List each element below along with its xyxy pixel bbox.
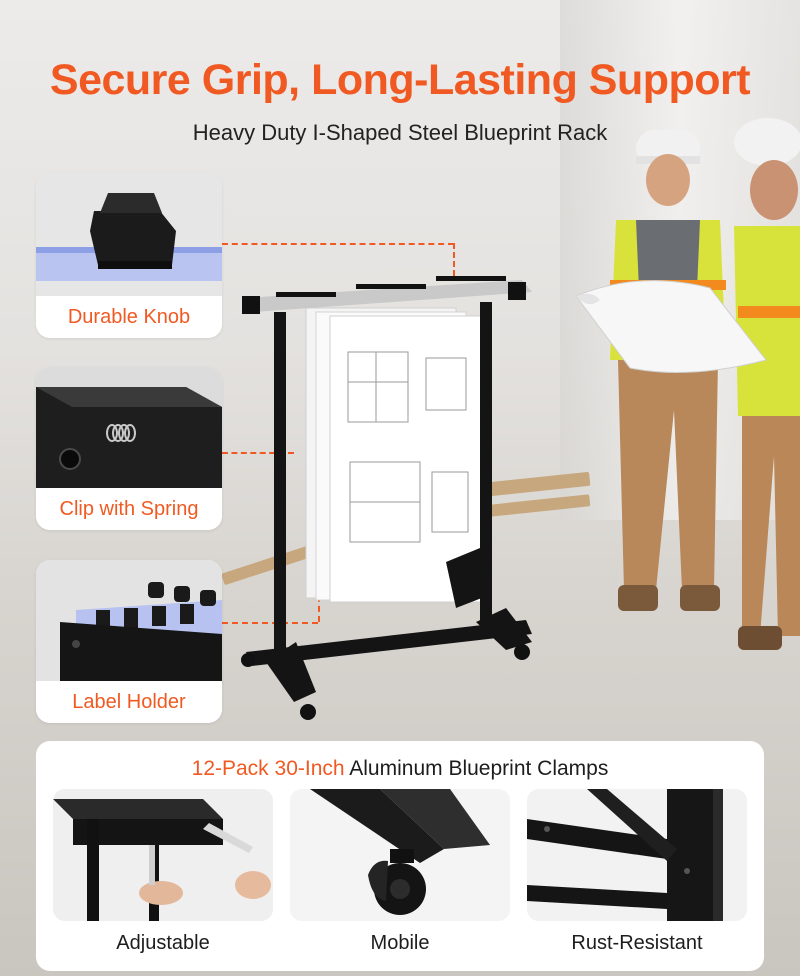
feature-adjustable bbox=[53, 789, 273, 921]
callout-label-holder: Label Holder bbox=[36, 560, 222, 723]
feature-label: Adjustable bbox=[116, 932, 210, 954]
label-holder-icon bbox=[36, 560, 222, 684]
blueprint-sheets bbox=[305, 307, 483, 603]
blueprint-rack bbox=[236, 262, 546, 722]
held-blueprint bbox=[570, 270, 770, 380]
feature-label: Rust-Resistant bbox=[571, 932, 703, 954]
callout-label: Durable Knob bbox=[36, 296, 222, 338]
caster-wheel-icon bbox=[290, 789, 510, 921]
features-panel: 12-Pack 30-Inch Aluminum Blueprint Clamp… bbox=[36, 741, 764, 971]
leader-line bbox=[453, 243, 455, 276]
leader-line bbox=[222, 243, 454, 245]
feature-rust-resistant bbox=[527, 789, 747, 921]
panel-title: 12-Pack 30-Inch Aluminum Blueprint Clamp… bbox=[36, 757, 764, 781]
callout-clip-with-spring: Clip with Spring bbox=[36, 367, 222, 530]
panel-title-accent: 12-Pack 30-Inch bbox=[191, 757, 345, 780]
hex-wrench-icon bbox=[53, 789, 273, 921]
callout-label: Clip with Spring bbox=[36, 488, 222, 530]
steel-frame-icon bbox=[527, 789, 747, 921]
leader-line bbox=[222, 622, 318, 624]
subheadline: Heavy Duty I-Shaped Steel Blueprint Rack bbox=[192, 120, 608, 145]
spring-clip-icon bbox=[36, 367, 222, 491]
leader-line bbox=[222, 452, 294, 454]
panel-title-rest: Aluminum Blueprint Clamps bbox=[349, 757, 609, 780]
feature-label: Mobile bbox=[370, 932, 430, 954]
worker-right bbox=[708, 116, 800, 666]
callout-label: Label Holder bbox=[36, 681, 222, 723]
callout-durable-knob: Durable Knob bbox=[36, 173, 222, 338]
feature-mobile bbox=[290, 789, 510, 921]
headline: Secure Grip, Long-Lasting Support bbox=[49, 56, 751, 104]
knob-icon bbox=[36, 173, 222, 297]
